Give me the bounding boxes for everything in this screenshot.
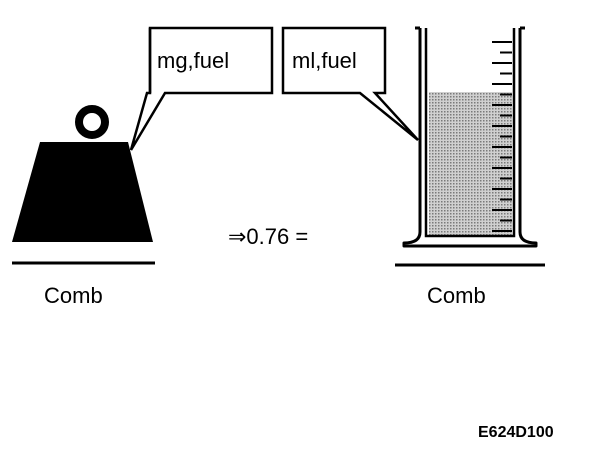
cylinder-scale <box>492 41 512 232</box>
mass-callout-bubble: mg,fuel <box>129 26 274 151</box>
conversion-equation: ⇒0.76 = <box>228 224 308 249</box>
left-caption: Comb <box>44 283 103 308</box>
mass-callout-label: mg,fuel <box>157 48 229 73</box>
right-caption: Comb <box>427 283 486 308</box>
graduated-cylinder-icon <box>402 26 538 248</box>
volume-callout-bubble: ml,fuel <box>281 26 419 141</box>
figure-code: E624D100 <box>478 424 554 441</box>
volume-callout-label: ml,fuel <box>292 48 357 73</box>
weight-icon <box>12 105 153 242</box>
cylinder-liquid <box>429 92 512 236</box>
